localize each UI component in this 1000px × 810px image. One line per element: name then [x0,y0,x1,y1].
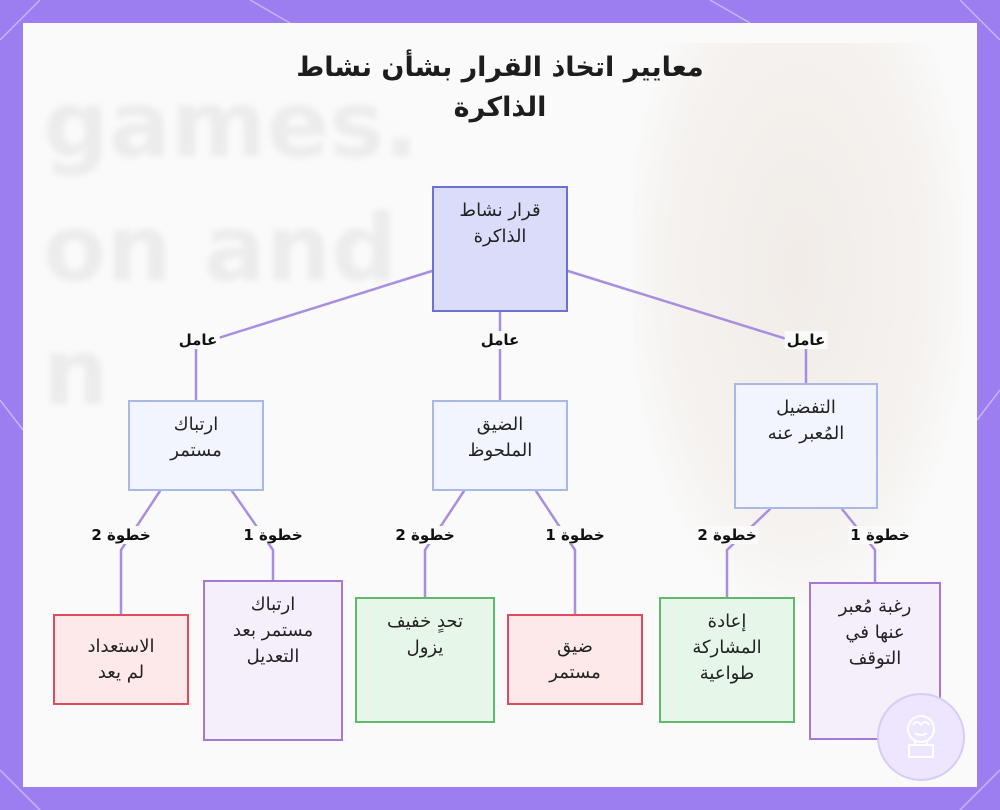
leaf-node-mild-challenge-resolves[interactable]: تحدٍ خفيف يزول [355,597,495,723]
title-line-1: معايير اتخاذ القرار بشأن نشاط [296,52,704,83]
leaf-line: عنها في [845,622,905,643]
factor-line: الضيق [476,414,524,435]
edge-label-factor: عامل [784,331,828,349]
ghost-line-1: games. [43,71,419,178]
edge-label-step: خطوة 1 [241,526,305,544]
ghost-line-2: on and [43,195,398,302]
leaf-node-voluntary-reengagement[interactable]: إعادة المشاركة طواعية [659,597,795,723]
leaf-line: ارتباك [250,594,296,615]
factor-line: الملحوظ [467,440,533,461]
leaf-line: المشاركة [692,637,762,658]
leaf-node-persistent-distress[interactable]: ضيق مستمر [507,614,643,705]
leaf-node-readiness-gone[interactable]: الاستعداد لم يعد [53,614,189,705]
edge-confusion-step1 [230,489,275,582]
edge-root-preference [566,269,808,385]
factor-line: التفضيل [776,397,836,418]
edge-label-step: خطوة 1 [848,526,912,544]
root-line-1: قرار نشاط [459,200,541,221]
factor-node-expressed-preference[interactable]: التفضيل المُعبر عنه [734,383,878,509]
factor-node-persistent-confusion[interactable]: ارتباك مستمر [128,400,264,491]
title-line-2: الذاكرة [453,92,547,123]
leaf-line: رغبة مُعبر [838,596,912,617]
edge-label-step: خطوة 1 [543,526,607,544]
brand-logo [877,693,965,781]
edge-confusion-step2 [119,489,162,616]
leaf-line: مستمر [549,661,601,683]
edge-label-step: خطوة 2 [695,526,759,544]
edge-distress-step1 [534,489,577,616]
leaf-line: تحدٍ خفيف [386,611,464,632]
edge-preference-step1 [840,507,877,584]
background-ghost-text: games. on and n [43,63,419,435]
edge-label-step: خطوة 2 [89,526,153,544]
edge-label-factor: عامل [478,331,522,349]
factor-line: مستمر [170,440,222,461]
leaf-line: طواعية [699,663,755,684]
factor-line: المُعبر عنه [767,423,845,444]
page-title: معايير اتخاذ القرار بشأن نشاط الذاكرة [0,48,1000,128]
leaf-line: مستمر بعد [232,620,314,641]
root-line-2: الذاكرة [473,226,527,247]
edge-distress-step2 [423,489,466,599]
leaf-line: التعديل [246,646,300,667]
edge-root-confusion [194,269,434,402]
background-photo [633,43,963,603]
leaf-line: إعادة [707,611,747,632]
leaf-line: ضيق [557,635,593,657]
root-node-memory-activity-decision[interactable]: قرار نشاط الذاكرة [432,186,568,312]
leaf-line: يزول [406,637,444,658]
ghost-line-3: n [43,319,109,426]
edge-preference-step2 [725,507,772,599]
leaf-line: التوقف [848,648,902,669]
brain-head-icon [907,715,935,758]
edge-label-factor: عامل [176,331,220,349]
leaf-line: الاستعداد [87,635,155,657]
factor-line: ارتباك [173,414,219,435]
edge-label-step: خطوة 2 [393,526,457,544]
leaf-line: لم يعد [97,661,145,683]
factor-node-observed-distress[interactable]: الضيق الملحوظ [432,400,568,491]
leaf-node-confusion-after-adjustment[interactable]: ارتباك مستمر بعد التعديل [203,580,343,741]
